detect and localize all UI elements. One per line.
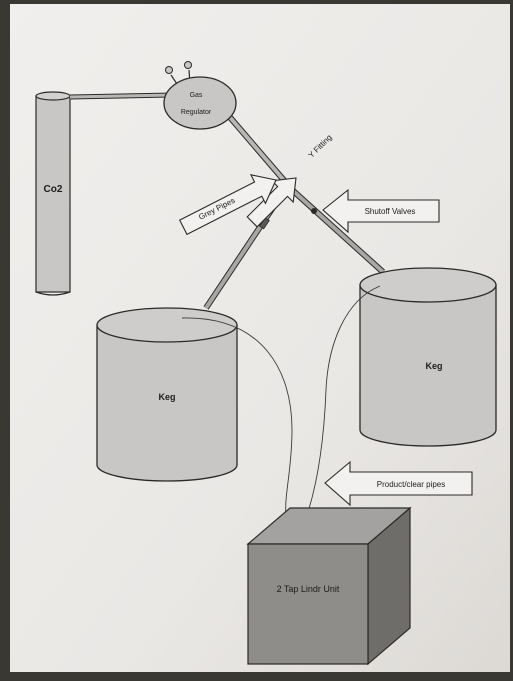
co2-regulator-pipe xyxy=(69,92,173,100)
keg-right-label: Keg xyxy=(425,361,442,371)
shutoff-valves-label: Shutoff Valves xyxy=(365,207,416,216)
co2-cylinder: Co2 xyxy=(35,91,71,296)
lindr-unit-front xyxy=(247,543,369,665)
shutoff-valve-right xyxy=(311,208,317,214)
co2-label: Co2 xyxy=(44,184,63,195)
product-pipes-label: Product/clear pipes xyxy=(377,480,445,489)
regulator-label-line1: Gas xyxy=(190,92,203,99)
lindr-unit-label: 2 Tap Lindr Unit xyxy=(277,584,340,594)
product-pipes-arrow xyxy=(324,460,473,507)
gas-regulator: Gas Regulator xyxy=(163,61,237,130)
gauge-icon xyxy=(165,66,173,74)
grey-pipes-arrow xyxy=(178,174,277,236)
product-pipe-right xyxy=(307,285,381,513)
gas-line-right xyxy=(287,185,386,275)
gauge-icon xyxy=(184,61,192,69)
keg-left: Keg xyxy=(96,307,238,482)
keg-left-label: Keg xyxy=(158,392,175,402)
gas-line-main xyxy=(225,113,291,187)
keg-right: Keg xyxy=(359,267,497,447)
lindr-unit: 2 Tap Lindr Unit xyxy=(246,506,412,666)
regulator-label-line2: Regulator xyxy=(181,109,212,116)
product-pipe-left xyxy=(181,317,293,517)
shutoff-valves-arrow xyxy=(322,188,440,234)
